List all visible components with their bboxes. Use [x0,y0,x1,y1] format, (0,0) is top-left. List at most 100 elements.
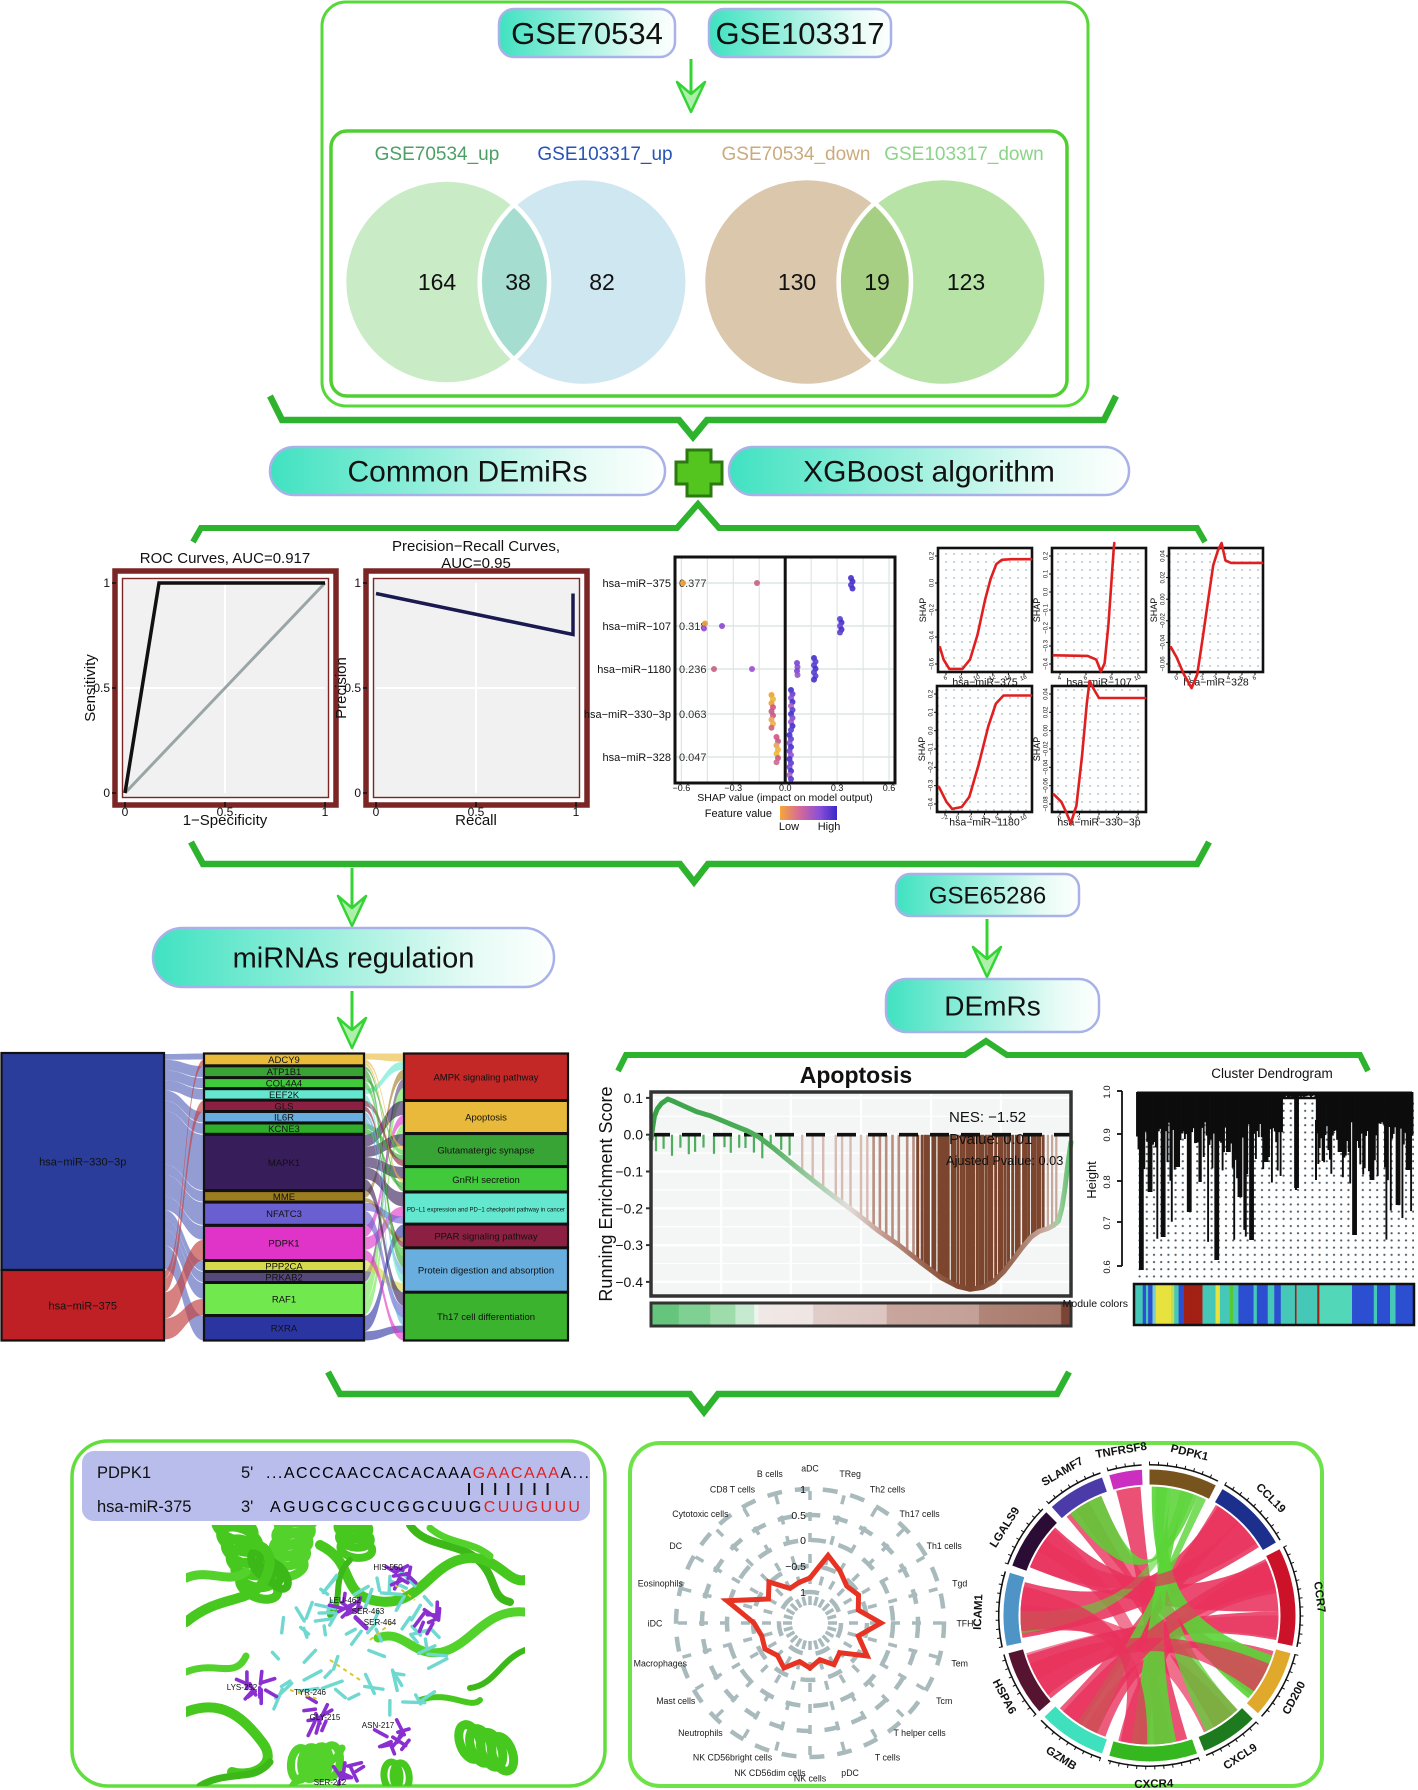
svg-text:−0.04: −0.04 [1044,759,1050,775]
svg-text:SER-464: SER-464 [364,1618,397,1627]
svg-text:−0.02: −0.02 [1044,741,1050,757]
svg-text:Eosinophils: Eosinophils [638,1578,684,1588]
svg-text:0.5: 0.5 [217,805,234,819]
svg-text:DC: DC [669,1541,682,1551]
svg-text:Tcm: Tcm [936,1696,952,1706]
svg-text:Glutamatergic synapse: Glutamatergic synapse [437,1146,534,1157]
svg-text:0.2: 0.2 [930,551,936,560]
svg-text:1−Specificity: 1−Specificity [183,812,268,829]
svg-text:6: 6 [1116,815,1122,822]
svg-text:−0.02: −0.02 [1161,613,1167,629]
svg-text:SHAP: SHAP [1032,737,1042,762]
svg-text:hsa−miR−330−3p: hsa−miR−330−3p [1057,817,1140,829]
svg-text:10: 10 [973,674,982,682]
svg-text:ICAM1: ICAM1 [972,1593,986,1630]
svg-text:−0.2: −0.2 [929,761,935,774]
svg-text:MAPK1: MAPK1 [268,1158,300,1169]
svg-text:1: 1 [354,576,361,590]
svg-text:LYS-252: LYS-252 [227,1683,258,1692]
svg-text:CD8 T cells: CD8 T cells [710,1484,756,1494]
svg-text:4: 4 [1096,815,1102,822]
svg-text:TFH: TFH [956,1619,973,1629]
svg-text:EEF2K: EEF2K [269,1090,300,1101]
svg-text:16: 16 [1019,674,1028,682]
svg-text:0.9: 0.9 [1102,1128,1113,1141]
svg-text:hsa−miR−330−3p: hsa−miR−330−3p [39,1157,126,1169]
svg-text:6: 6 [1083,675,1089,682]
svg-text:Common DEmiRs: Common DEmiRs [347,456,587,489]
svg-text:3': 3' [241,1498,253,1516]
svg-text:0.2: 0.2 [1044,551,1050,560]
svg-text:miRNAs regulation: miRNAs regulation [233,943,475,975]
svg-text:GSE70534: GSE70534 [511,16,663,51]
svg-text:82: 82 [589,269,615,295]
svg-text:5': 5' [241,1464,253,1482]
svg-text:Feature value: Feature value [705,808,772,820]
svg-text:0: 0 [1174,675,1180,682]
svg-text:AGUGCGCUCGGCUUGCUUGUUU: AGUGCGCUCGGCUUGCUUGUUU [270,1499,582,1516]
svg-text:6: 6 [995,815,1001,822]
svg-text:0: 0 [103,786,110,800]
svg-text:0.377: 0.377 [679,578,707,590]
svg-text:12: 12 [988,674,997,682]
svg-text:−0.4: −0.4 [1044,657,1050,670]
svg-text:ASN-217: ASN-217 [362,1721,395,1730]
svg-text:High: High [818,821,841,833]
svg-text:−0.5: −0.5 [785,1561,806,1573]
svg-text:−0.3: −0.3 [929,779,935,792]
svg-text:SHAP value (impact on model ou: SHAP value (impact on model output) [697,792,872,804]
svg-text:ADCY9: ADCY9 [268,1055,300,1066]
svg-text:−0.4: −0.4 [929,797,935,810]
svg-text:−0.1: −0.1 [929,742,935,755]
svg-text:aDC: aDC [801,1464,819,1474]
svg-text:0.02: 0.02 [1161,571,1167,583]
svg-text:GSE103317_up: GSE103317_up [537,144,672,165]
svg-text:0: 0 [800,1535,806,1547]
svg-text:hsa−miR−107: hsa−miR−107 [603,621,672,633]
svg-text:0.0: 0.0 [779,783,792,793]
svg-text:Cluster Dendrogram: Cluster Dendrogram [1211,1066,1333,1081]
svg-text:0.318: 0.318 [679,621,707,633]
svg-text:−0.3: −0.3 [1044,639,1050,652]
svg-text:6: 6 [943,675,949,682]
svg-text:1: 1 [573,805,580,819]
svg-text:8: 8 [1109,675,1115,682]
svg-text:hsa-miR-375: hsa-miR-375 [97,1498,191,1516]
svg-text:0.063: 0.063 [679,709,707,721]
svg-text:0.00: 0.00 [1161,593,1167,605]
svg-text:130: 130 [778,269,816,295]
svg-text:Sensitivity: Sensitivity [82,654,99,722]
svg-text:−0.2: −0.2 [930,603,936,616]
svg-text:−0.06: −0.06 [1161,656,1167,672]
svg-text:0.04: 0.04 [1044,688,1050,700]
svg-text:−0.08: −0.08 [1044,796,1050,812]
svg-text:−0.3: −0.3 [615,1237,643,1253]
svg-text:SER-212: SER-212 [314,1778,347,1787]
svg-text:B cells: B cells [757,1469,784,1479]
svg-text:hsa−miR−1180: hsa−miR−1180 [949,817,1020,829]
svg-text:Running Enrichment Score: Running Enrichment Score [596,1086,616,1301]
svg-text:0: 0 [955,815,961,822]
svg-text:PPP2CA: PPP2CA [265,1262,303,1273]
svg-text:PD−L1 expression and PD−1 chec: PD−L1 expression and PD−1 checkpoint pat… [407,1208,565,1214]
svg-text:0.5: 0.5 [791,1510,806,1522]
svg-text:Height: Height [1084,1161,1099,1199]
svg-text:SHAP: SHAP [1149,598,1159,623]
svg-text:RXRA: RXRA [271,1324,298,1335]
svg-text:1: 1 [800,1587,806,1599]
svg-text:0.1: 0.1 [929,708,935,717]
svg-text:−0.1: −0.1 [1044,603,1050,616]
svg-text:38: 38 [505,269,531,295]
svg-text:GSE70534_up: GSE70534_up [375,144,500,165]
svg-text:−2: −2 [940,814,949,822]
svg-text:0.0: 0.0 [624,1127,644,1143]
svg-text:Ajusted Pvalue: 0.03: Ajusted Pvalue: 0.03 [946,1153,1063,1168]
svg-text:NFATC3: NFATC3 [266,1209,302,1220]
svg-text:PDPK1: PDPK1 [268,1238,299,1249]
svg-text:IL6R: IL6R [274,1113,294,1124]
svg-text:0.7: 0.7 [1102,1216,1113,1229]
svg-text:0.236: 0.236 [679,664,707,676]
svg-text:RAF1: RAF1 [272,1295,296,1306]
svg-text:0.0: 0.0 [929,726,935,735]
svg-text:0.6: 0.6 [1102,1260,1113,1273]
